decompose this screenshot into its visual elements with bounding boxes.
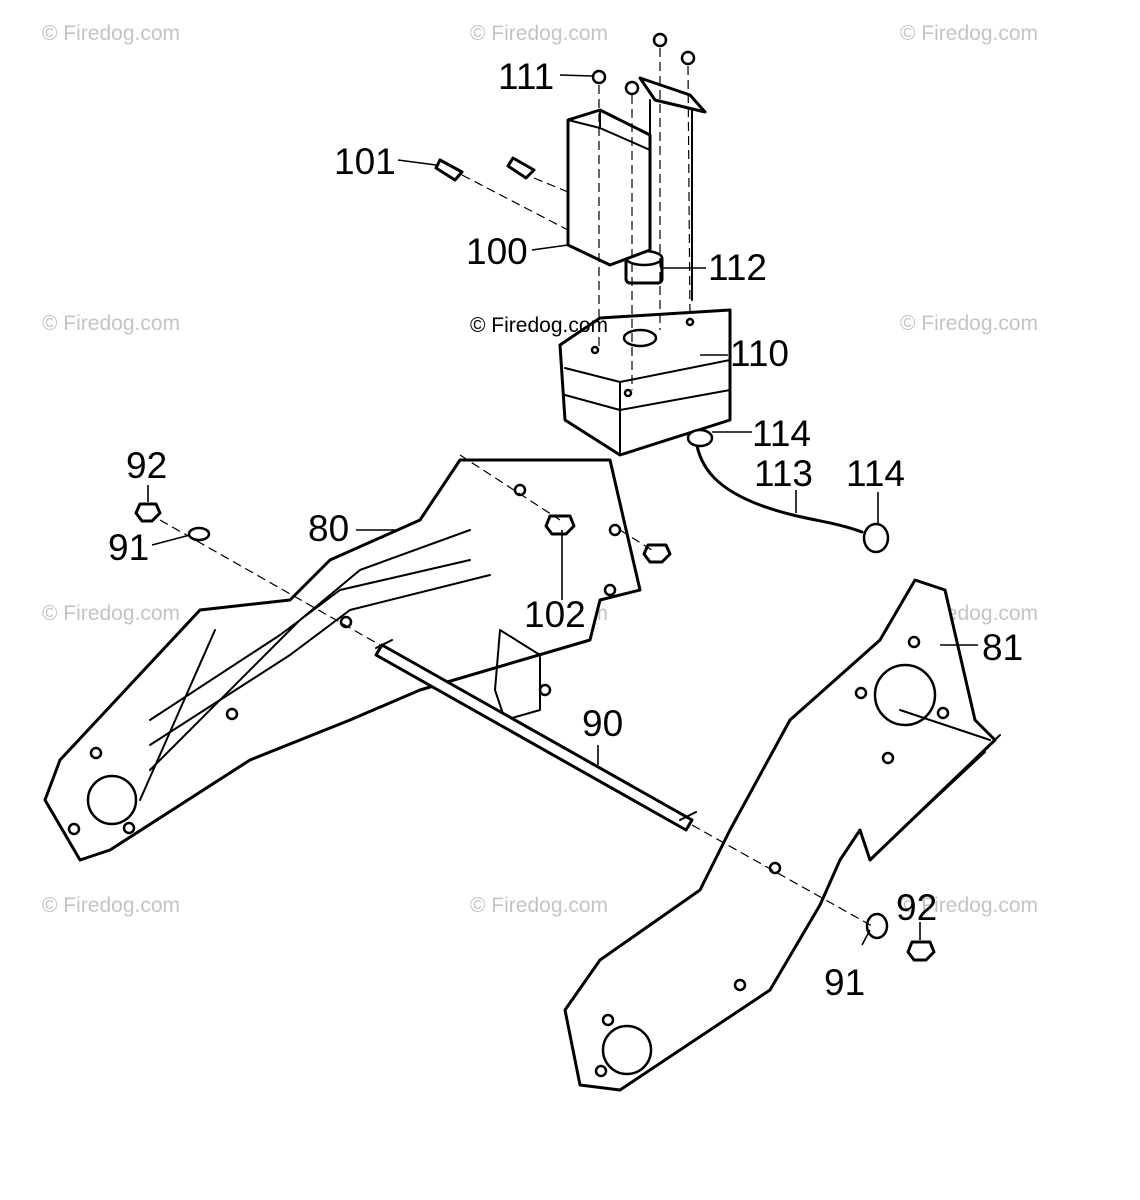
watermark: © Firedog.com bbox=[470, 894, 608, 917]
callout-100: 100 bbox=[466, 231, 528, 272]
callout-102: 102 bbox=[524, 594, 586, 635]
fuel-tank bbox=[558, 308, 732, 457]
watermark: © Firedog.com bbox=[42, 22, 180, 45]
watermark: © Firedog.com bbox=[42, 602, 180, 625]
shaft bbox=[374, 639, 697, 832]
callout-113: 113 bbox=[754, 453, 813, 494]
callout-labels: 111 101 100 112 110 114 113 114 92 91 80… bbox=[108, 56, 1023, 1003]
watermark: © Firedog.com bbox=[900, 22, 1038, 45]
callout-114: 114 bbox=[752, 413, 811, 454]
callout-112: 112 bbox=[708, 247, 767, 288]
fuel-line bbox=[686, 428, 890, 554]
callout-91: 91 bbox=[108, 527, 149, 568]
callout-91: 91 bbox=[824, 962, 865, 1003]
callout-81: 81 bbox=[982, 627, 1023, 668]
left-side-plate bbox=[43, 458, 642, 862]
callout-114: 114 bbox=[846, 453, 905, 494]
callout-110: 110 bbox=[730, 333, 789, 374]
leader-lines bbox=[147, 74, 978, 946]
callout-111: 111 bbox=[498, 56, 554, 97]
watermark: © Firedog.com bbox=[42, 894, 180, 917]
watermark: © Firedog.com bbox=[900, 312, 1038, 335]
callout-101: 101 bbox=[334, 141, 396, 182]
fasteners bbox=[134, 32, 936, 962]
watermark: © Firedog.com bbox=[470, 22, 608, 45]
watermark: © Firedog.com bbox=[42, 312, 180, 335]
tank-bracket bbox=[566, 108, 652, 267]
watermark: © Firedog.com bbox=[900, 894, 1038, 917]
center-watermark: © Firedog.com bbox=[470, 314, 608, 337]
callout-90: 90 bbox=[582, 703, 623, 744]
right-side-plate bbox=[563, 578, 1001, 1092]
callout-92: 92 bbox=[896, 887, 937, 928]
callout-80: 80 bbox=[308, 508, 349, 549]
assembly-axes bbox=[159, 48, 873, 927]
callout-92: 92 bbox=[126, 445, 167, 486]
